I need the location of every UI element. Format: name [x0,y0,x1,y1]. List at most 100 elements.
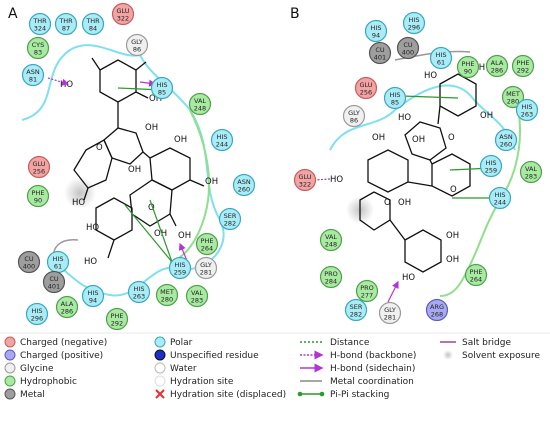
svg-text:HIS: HIS [390,91,401,99]
svg-text:256: 256 [33,168,45,176]
ring-b3 [367,149,409,193]
svg-text:282: 282 [224,220,236,228]
legend-label: Charged (negative) [20,338,107,348]
displaced-x-icon [155,389,165,399]
svg-text:286: 286 [491,67,503,75]
ligand-a [73,57,205,259]
atom-label: OH [372,133,385,143]
svg-text:PHE: PHE [111,312,124,320]
svg-text:MET: MET [160,288,174,296]
svg-text:ASN: ASN [237,178,251,186]
legend-label: Metal coordination [330,377,414,387]
svg-text:268: 268 [431,311,443,319]
svg-text:259: 259 [485,167,497,175]
legend-label: Polar [170,338,193,348]
svg-text:GLU: GLU [116,7,129,15]
svg-text:83: 83 [34,49,42,57]
atom-label: HO [72,198,85,208]
legend-label: Glycine [20,364,54,374]
svg-text:HIS: HIS [371,24,382,32]
svg-text:HIS: HIS [495,191,506,199]
atom-label: OH [398,198,411,208]
svg-text:HIS: HIS [522,103,533,111]
legend-swatch [4,336,16,348]
svg-text:94: 94 [372,32,380,40]
svg-text:324: 324 [34,25,46,33]
pipi-his85-b [401,95,459,99]
svg-text:256: 256 [360,89,372,97]
svg-text:VAL: VAL [194,97,206,105]
pocket-green-a [169,109,211,263]
svg-text:86: 86 [133,46,141,54]
svg-text:87: 87 [62,25,70,33]
atom-label: OH [480,111,493,121]
svg-text:400: 400 [23,263,35,271]
atom-label: HO [424,71,437,81]
svg-text:260: 260 [500,141,512,149]
svg-text:81: 81 [29,76,37,84]
svg-text:292: 292 [517,67,529,75]
svg-text:86: 86 [350,117,358,125]
ring-a4 [149,147,191,191]
svg-text:296: 296 [31,315,43,323]
panel-b: OH HO OH HO OH OH O O OH O HO OH OH HO [313,50,521,303]
residues-a: THR324THR87THR84GLU322CYS83GLY86ASN81HIS… [17,2,256,331]
pipi-end-dot [319,391,325,397]
atom-label: OH [178,231,191,241]
svg-text:264: 264 [201,245,213,253]
atom-label: OH [174,135,187,145]
panel-a: HO OH O OH OH OH HO OH HO HO OH O OH [21,44,225,297]
svg-text:322: 322 [117,15,129,23]
svg-text:ASN: ASN [26,68,40,76]
salt-bridge-glu322 [313,178,331,181]
svg-text:90: 90 [34,197,42,205]
pipi-end-dot [297,391,303,397]
svg-text:263: 263 [133,293,145,301]
legend-swatch [154,349,166,361]
svg-text:CYS: CYS [32,41,45,49]
legend-label: Metal [20,390,45,400]
svg-text:90: 90 [464,68,472,76]
ring-a6 [95,197,133,241]
svg-text:263: 263 [521,111,533,119]
atom-label: HO [398,113,411,123]
svg-text:401: 401 [48,283,60,291]
svg-text:PHE: PHE [201,237,214,245]
atom-label: HO [330,175,343,185]
svg-text:280: 280 [507,98,519,106]
ring-a2 [103,127,144,165]
svg-text:CU: CU [403,41,413,49]
svg-text:GLU: GLU [298,173,311,181]
atom-label: O [450,185,457,195]
atom-label: HO [86,223,99,233]
svg-text:GLY: GLY [348,109,360,117]
legend-swatch [4,375,16,387]
legend-swatch [154,336,166,348]
svg-text:ARG: ARG [430,303,444,311]
svg-text:277: 277 [361,292,373,300]
svg-text:283: 283 [191,297,203,305]
svg-text:248: 248 [325,241,337,249]
svg-text:244: 244 [494,199,506,207]
hbond-gly281-b [387,280,399,303]
